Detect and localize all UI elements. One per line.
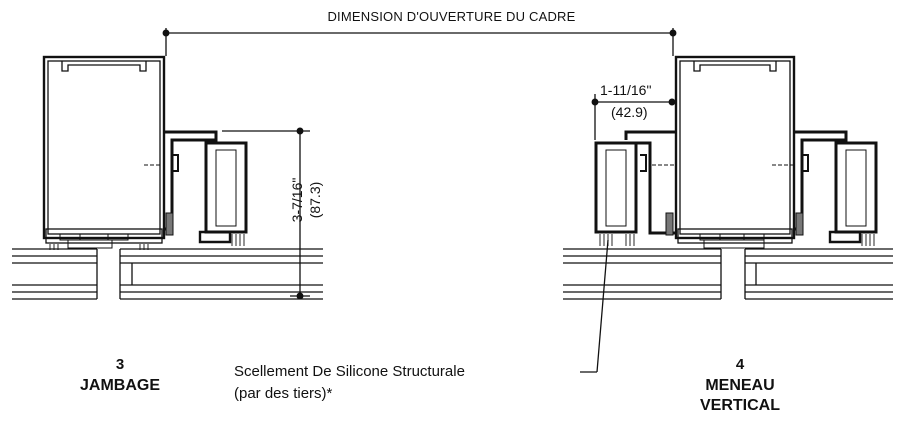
callout-text-line1: Scellement De Silicone Structurale	[234, 363, 465, 380]
jamb-height-dimension	[222, 127, 310, 300]
mullion-frame-profile	[652, 55, 796, 249]
detail-title-mullion-line1: MENEAU	[705, 377, 775, 394]
jamb-height-metric: (87.3)	[307, 181, 323, 219]
mullion-offset-dimension	[591, 94, 676, 140]
silicone-callout-leader	[580, 239, 609, 373]
frame-opening-dimension-line	[162, 28, 677, 56]
jamb-glass-panel	[12, 248, 323, 300]
detail-title-mullion-line2: VERTICAL	[700, 397, 780, 414]
jamb-frame-profile	[42, 55, 166, 250]
mullion-offset-imperial: 1-11/16"	[600, 82, 652, 98]
detail-number-jamb: 3	[115, 356, 125, 373]
mullion-offset-metric: (42.9)	[611, 104, 648, 120]
detail-title-jamb: JAMBAGE	[79, 377, 160, 394]
mullion-glass-panel	[563, 248, 893, 300]
detail-number-mullion: 4	[735, 356, 745, 373]
callout-text-line2: (par des tiers)*	[234, 385, 333, 402]
mullion-left-profiles	[594, 130, 676, 246]
jamb-height-imperial: 3-7/16"	[289, 177, 305, 223]
jamb-side-profiles	[164, 130, 248, 246]
mullion-right-profiles	[794, 130, 878, 246]
frame-opening-label: DIMENSION D'OUVERTURE DU CADRE	[327, 9, 576, 24]
